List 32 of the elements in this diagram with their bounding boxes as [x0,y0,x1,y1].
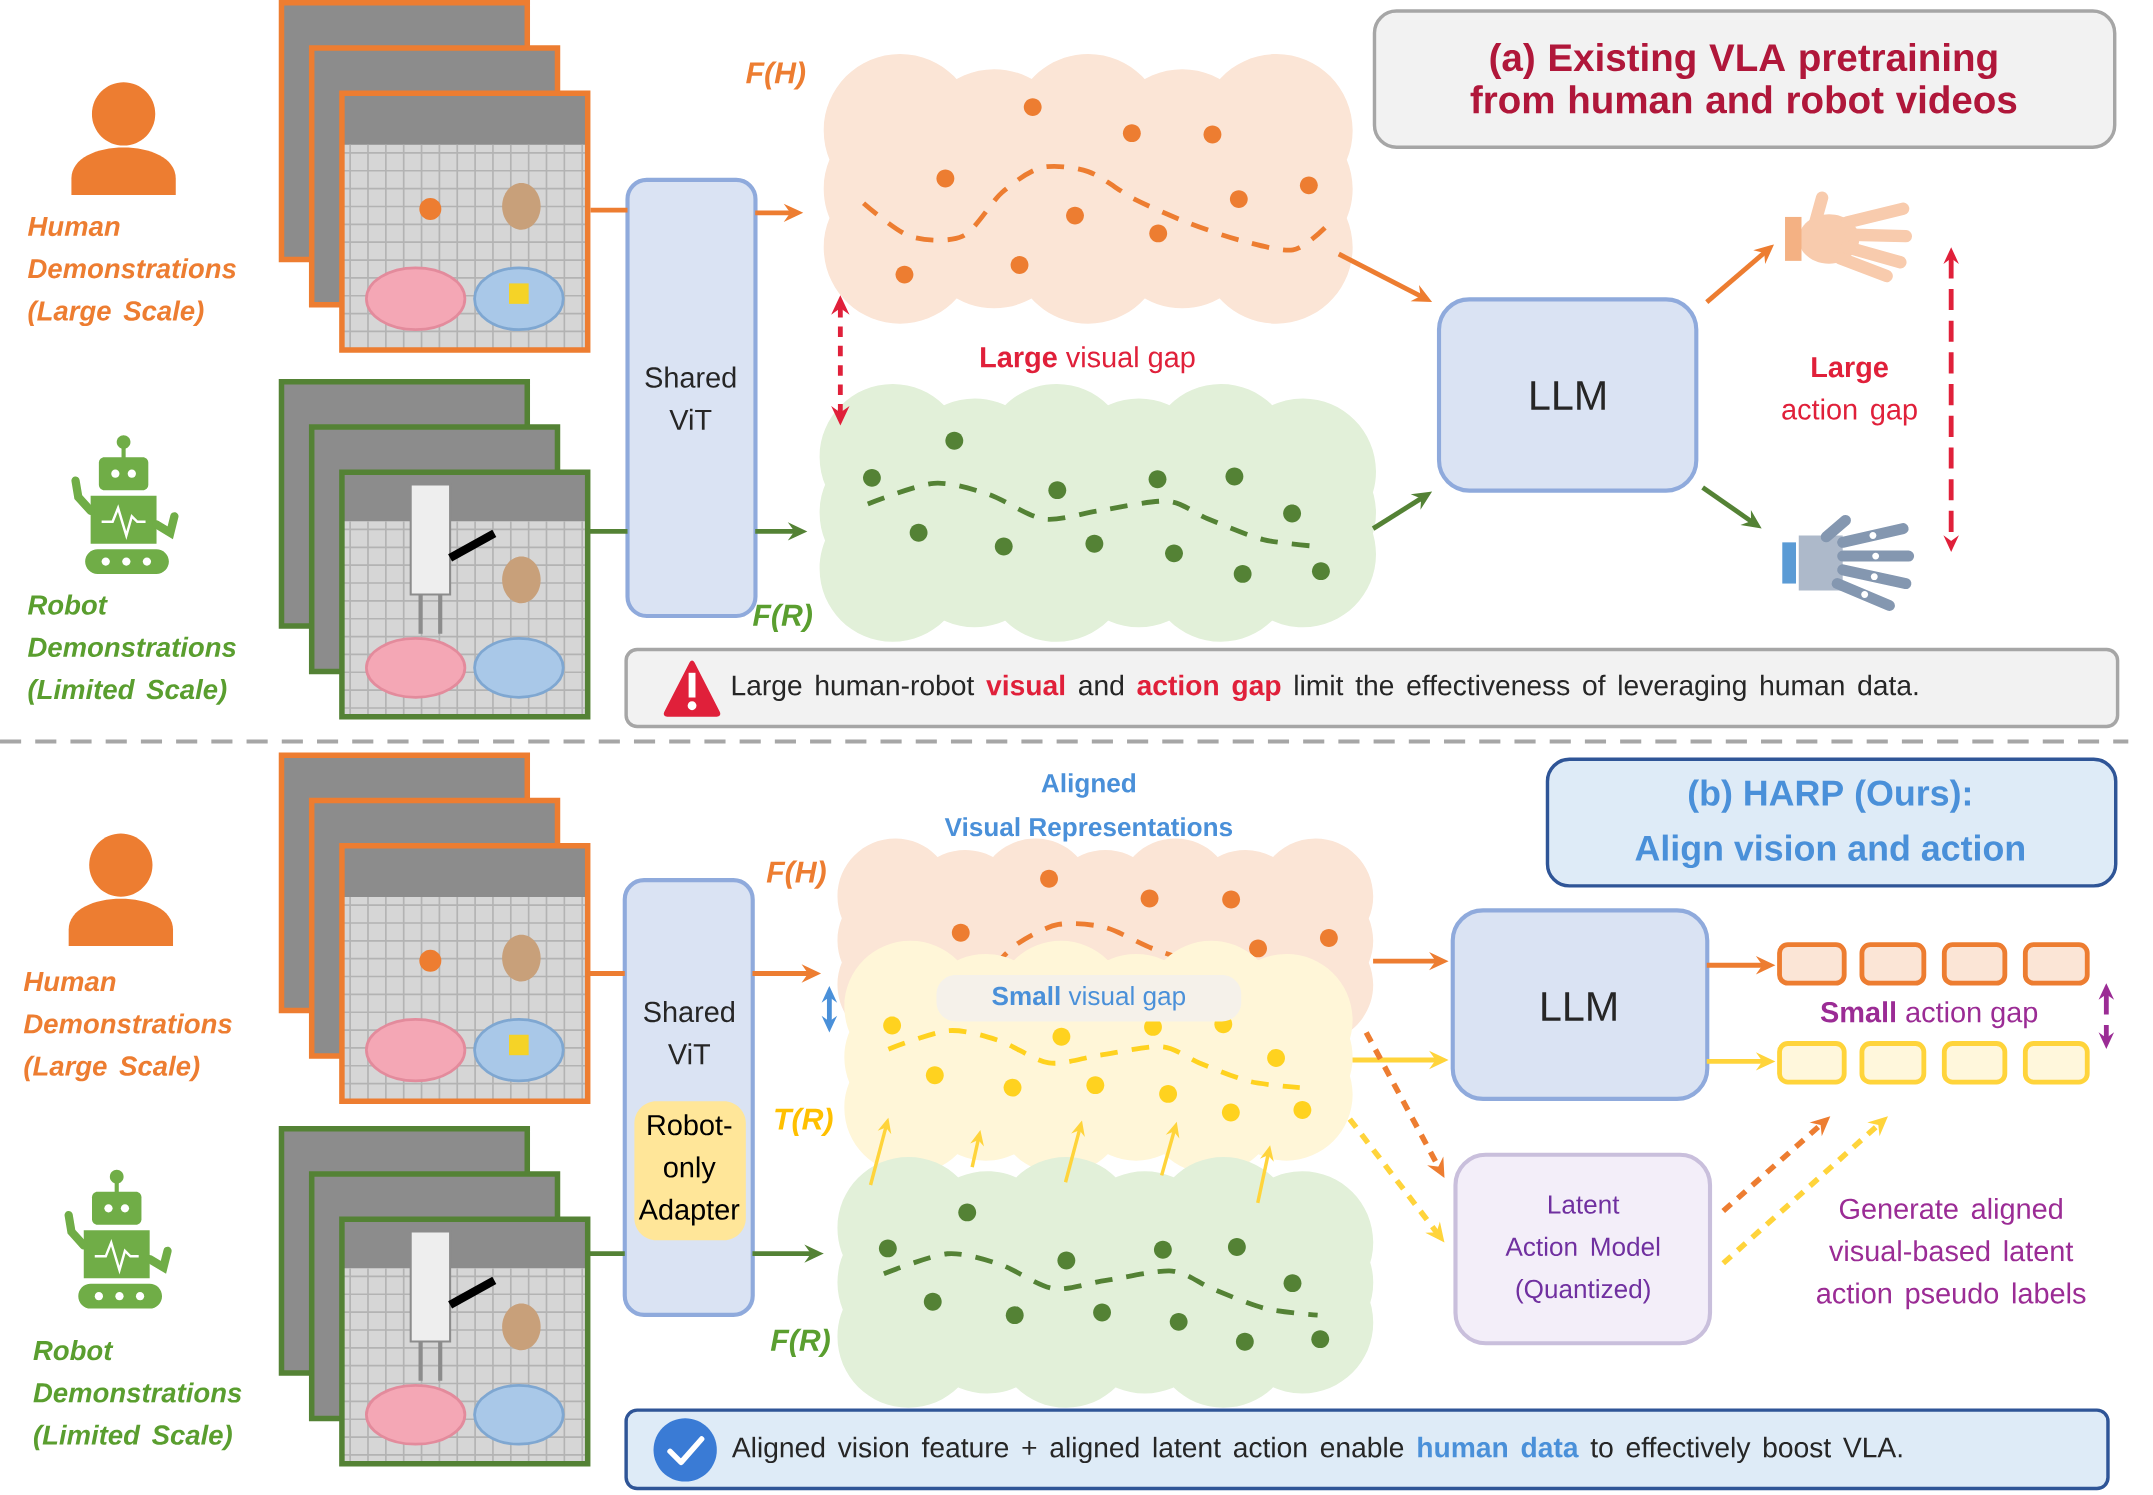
note-text: Generate aligned visual-based latent action pseudo labels [1817,1197,2086,1310]
node-label: Robot Demonstrations (Limited Scale) [27,594,236,705]
model-box: Latent Action Model (Quantized) [1453,1152,1713,1346]
robot-hand-drawing [1782,514,1915,611]
gap-label: Small visual gap [936,974,1242,1022]
action-token [1859,942,1927,986]
action-token [1777,1041,1847,1085]
action-token [2022,1041,2090,1085]
node-label: Robot Demonstrations (Limited Scale) [33,1340,242,1451]
action-token [2022,942,2090,986]
node-label: Human Demonstrations (Large Scale) [27,216,236,326]
title-box: (a) Existing VLA pretraining from human and robot videos [1372,9,2117,149]
note-box: Aligned vision feature + aligned latent action enable human data to effectively boost VLA. [624,1408,2110,1491]
gap-label: Large visual gap [981,346,1195,374]
llm-box: LLM [1450,908,1710,1101]
adapter-box: Robot-only Adapter [634,1101,746,1241]
title-box: (b) HARP (Ours): Align vision and action [1545,757,2118,888]
action-token [1941,1041,2008,1085]
section-label: Aligned Visual Representations [944,773,1233,842]
action-token [1941,942,2008,986]
gap-label: Large action gap [1782,357,1917,426]
action-token [1859,1041,1927,1085]
action-token [1777,942,1847,986]
feature-label: T(R) [775,1107,833,1136]
feature-label: F(R) [770,1328,830,1357]
note-box: Large human-robot visual and action gap limit the effectiveness of leveraging human data. [624,647,2120,729]
node-label: Human Demonstrations (Large Scale) [23,972,232,1082]
llm-box: LLM [1436,297,1699,493]
gap-label: Small action gap [1820,1001,2038,1029]
feature-label: F(H) [766,860,826,889]
hand-drawing [1785,191,1913,283]
feature-label: F(H) [746,61,806,90]
